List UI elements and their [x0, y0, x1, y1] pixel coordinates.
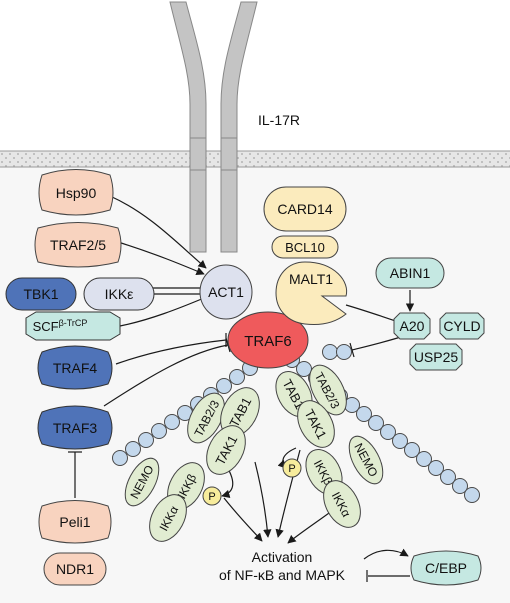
ub-chain-right-ub — [392, 433, 408, 449]
left-regulators: Hsp90 TRAF2/5 TBK1 IKKε SCFβ-TrCP TRAF4 … — [5, 169, 155, 586]
ub-chain-left-ub — [164, 414, 180, 430]
node-malt1: MALT1 — [275, 261, 348, 325]
arrow-lefttak1-activation — [254, 461, 272, 538]
ub-chain-right-ub — [416, 451, 432, 467]
receptor-label: IL-17R — [258, 112, 300, 128]
node-bcl10: BCL10 — [271, 235, 339, 259]
il17-receptor: IL-17R — [169, 1, 300, 253]
ub-chain-left-ub — [125, 441, 141, 457]
ub-chain-left-ub — [112, 450, 128, 466]
node-traf25: TRAF2/5 — [34, 222, 122, 268]
left-kinase-complex: TAB2/3 TAB1 TAK1 NEMO IKKβ IKKα P — [124, 387, 260, 542]
receptor-tm-left — [189, 137, 207, 171]
svg-text:MALT1: MALT1 — [289, 271, 333, 287]
adaptor-complex: ACT1 TRAF6 CARD14 BCL10 MALT1 — [199, 186, 348, 369]
left-tak1: TAK1 — [206, 425, 246, 475]
ub-chain-right-ub — [380, 424, 396, 440]
ub-chain-traf6-ub — [322, 344, 338, 360]
svg-text:NDR1: NDR1 — [56, 561, 94, 577]
edges — [68, 195, 415, 582]
ub-chain-right-ub — [440, 469, 456, 485]
deubiquitinases: ABIN1 A20 CYLD USP25 — [375, 257, 485, 371]
svg-text:CYLD: CYLD — [443, 318, 480, 334]
node-ikke: IKKε — [83, 277, 155, 311]
node-traf4: TRAF4 — [37, 345, 113, 390]
node-abin1: ABIN1 — [375, 257, 445, 289]
right-ikka: IKKα — [323, 480, 361, 528]
svg-text:C/EBP: C/EBP — [425, 560, 467, 576]
arrow-hsp90-act1 — [109, 195, 207, 269]
receptor-cyto-left — [189, 169, 207, 253]
node-a20: A20 — [393, 312, 431, 340]
left-ikka: IKKα — [149, 494, 187, 542]
output: Activation of NF-κB and MAPK C/EBP — [219, 549, 482, 586]
inhibit-scf-act1 — [119, 297, 205, 327]
receptor-tm-right — [220, 137, 238, 171]
plasma-membrane — [0, 150, 510, 168]
inhibit-traf3-traf6-bar — [225, 337, 231, 353]
node-ndr1: NDR1 — [43, 552, 107, 586]
inhibit-traf3-traf6 — [103, 344, 229, 407]
svg-text:P: P — [288, 463, 295, 475]
svg-text:USP25: USP25 — [414, 349, 459, 365]
svg-text:TRAF2/5: TRAF2/5 — [50, 237, 106, 253]
ub-chain-right-ub — [368, 415, 384, 431]
svg-text:TBK1: TBK1 — [23, 286, 58, 302]
node-peli1: Peli1 — [38, 500, 112, 544]
node-traf6: TRAF6 — [227, 311, 309, 369]
svg-text:Hsp90: Hsp90 — [56, 185, 97, 201]
ub-chain-left-ub — [216, 378, 232, 394]
right-phospho: P — [282, 458, 302, 478]
ub-chain-left-ub — [138, 432, 154, 448]
inhibit-traf4-traf6 — [115, 339, 227, 365]
svg-text:BCL10: BCL10 — [285, 240, 325, 255]
right-tab23: TAB2/3 — [309, 364, 347, 416]
node-act1: ACT1 — [199, 264, 253, 320]
svg-text:TRAF4: TRAF4 — [53, 360, 98, 376]
inhibit-a20-ubchain-bar — [349, 342, 355, 358]
svg-text:ACT1: ACT1 — [208, 284, 244, 300]
node-cebp: C/EBP — [410, 550, 482, 586]
left-tab1: TAB1 — [220, 387, 260, 437]
right-tak1: TAK1 — [297, 400, 335, 448]
ub-chain-left-ub — [151, 423, 167, 439]
node-scf-btrcp: SCFβ-TrCP — [25, 311, 121, 341]
arrow-activation-cebp — [363, 548, 409, 560]
svg-text:TRAF3: TRAF3 — [53, 420, 98, 436]
activation-line1: Activation — [252, 549, 313, 565]
ub-chain-right-ub — [464, 487, 480, 503]
ub-chain-right-ub — [404, 442, 420, 458]
svg-text:P: P — [208, 491, 215, 503]
svg-text:TRAF6: TRAF6 — [244, 333, 292, 350]
arrow-righttak1-activation — [275, 449, 301, 538]
ub-chain-left-ub — [229, 369, 245, 385]
svg-text:Peli1: Peli1 — [59, 514, 90, 530]
receptor-ectodomain-right — [220, 1, 258, 141]
svg-text:A20: A20 — [400, 318, 425, 334]
svg-text:CARD14: CARD14 — [277, 201, 332, 217]
receptor-ectodomain-left — [169, 1, 207, 141]
node-traf3: TRAF3 — [37, 405, 113, 450]
svg-text:ABIN1: ABIN1 — [390, 265, 431, 281]
node-hsp90: Hsp90 — [38, 169, 114, 216]
node-tbk1: TBK1 — [5, 277, 77, 311]
ub-chain-right-ub — [428, 460, 444, 476]
svg-text:SCFβ-TrCP: SCFβ-TrCP — [33, 318, 88, 334]
ub-chain-traf6-ub — [336, 344, 352, 360]
arrow-leftcomplex-activation — [223, 497, 263, 542]
ub-chain-right-ub — [452, 478, 468, 494]
node-cyld: CYLD — [439, 312, 485, 340]
node-usp25: USP25 — [409, 343, 463, 371]
node-card14: CARD14 — [263, 186, 347, 232]
svg-text:IKKε: IKKε — [105, 286, 134, 302]
receptor-cyto-right — [220, 169, 238, 253]
arrow-traf25-act1 — [117, 241, 205, 275]
ub-chain-right-ub — [356, 406, 372, 422]
left-phospho: P — [202, 486, 222, 506]
activation-line2: of NF-κB and MAPK — [219, 567, 346, 583]
